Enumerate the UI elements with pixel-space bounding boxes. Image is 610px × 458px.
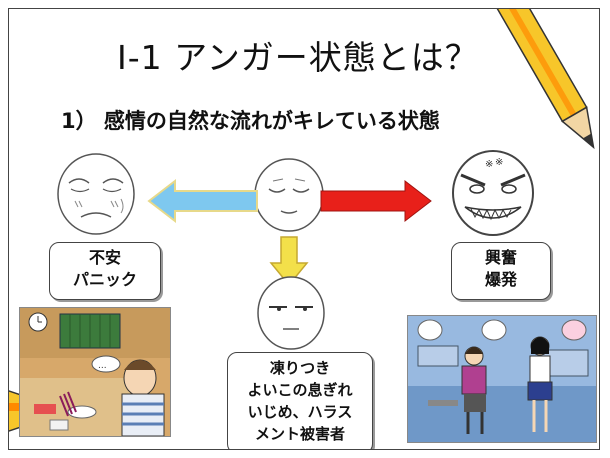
left-arrow xyxy=(147,178,258,224)
excitement-label-box: 興奮 爆発 xyxy=(451,242,551,300)
svg-text:...: ... xyxy=(98,361,107,371)
freeze-label-line: いじめ、ハラス xyxy=(247,403,353,421)
right-arrow xyxy=(320,179,432,223)
freeze-label-line: よいこの息ぎれ xyxy=(247,381,353,399)
anxious-face-icon xyxy=(57,153,135,235)
svg-text:※: ※ xyxy=(495,157,503,168)
freeze-label-line: メント被害者 xyxy=(254,425,345,443)
slide-subtitle: 1） 感情の自然な流れがキレている状態 xyxy=(61,109,440,133)
anxiety-label-line: 不安 xyxy=(88,248,121,267)
slide-title: I-1 アンガー状態とは？ xyxy=(117,38,479,77)
neutral-face-icon xyxy=(254,158,324,232)
svg-text:※: ※ xyxy=(485,159,493,170)
angry-face-icon: ※ ※ xyxy=(452,150,534,236)
frozen-face-icon xyxy=(257,276,325,350)
freeze-label-line: 凍りつき xyxy=(269,359,331,377)
pencil-icon xyxy=(491,9,595,150)
office-illustration xyxy=(407,315,597,443)
anxious-room-illustration: ... xyxy=(19,307,171,437)
slide: I-1 アンガー状態とは？ 1） 感情の自然な流れがキレている状態 xyxy=(8,8,600,450)
down-arrow xyxy=(269,236,309,287)
anxiety-label-box: 不安 パニック xyxy=(49,242,161,300)
wall-clock-icon xyxy=(28,312,48,332)
anxiety-label-line: パニック xyxy=(72,270,137,289)
freeze-label-box: 凍りつき よいこの息ぎれ いじめ、ハラス メント被害者 xyxy=(227,352,373,449)
excitement-label-line: 興奮 xyxy=(484,248,517,267)
excitement-label-line: 爆発 xyxy=(484,270,517,289)
